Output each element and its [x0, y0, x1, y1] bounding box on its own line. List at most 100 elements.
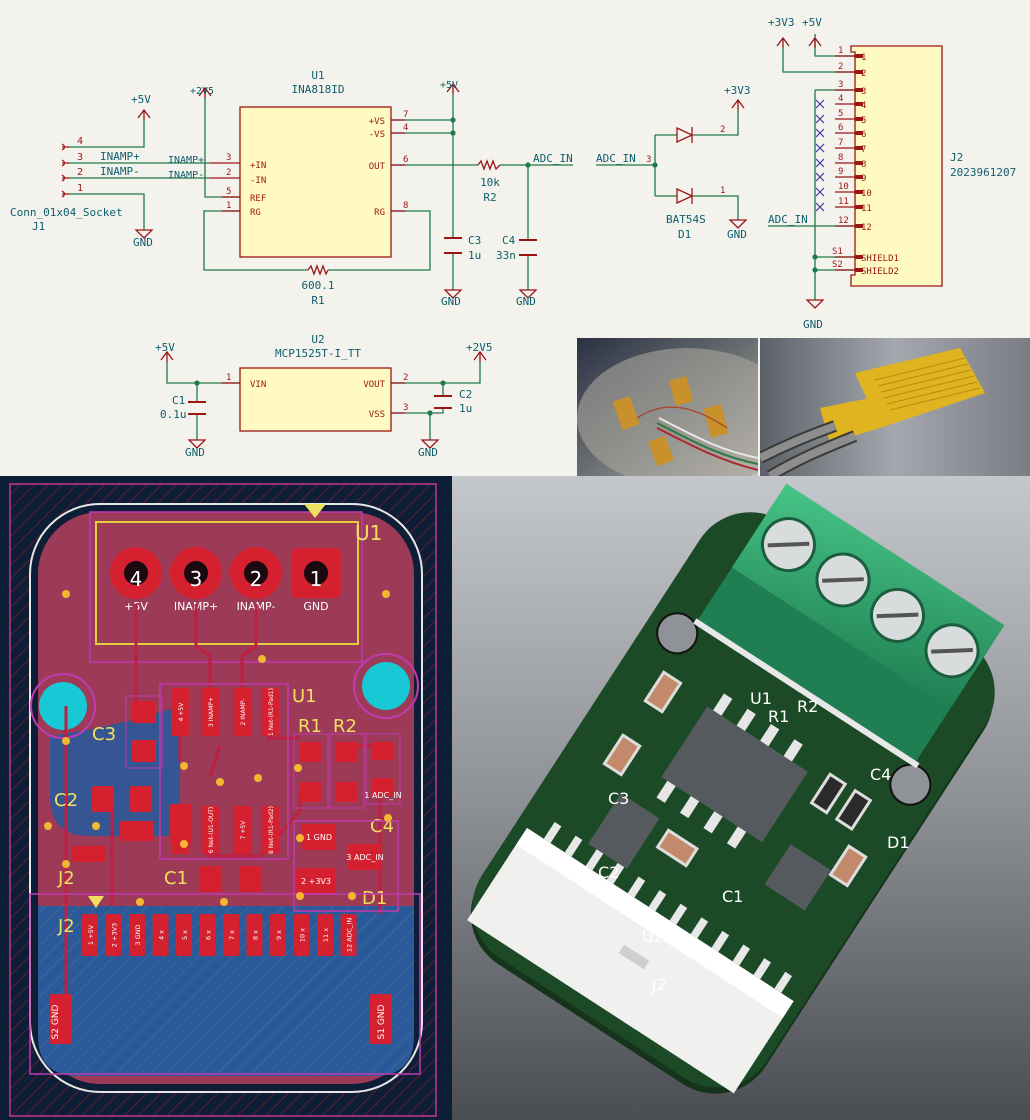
u1-pin-name-plus-in: +IN	[250, 161, 266, 171]
u2-out-supply: +2V5	[466, 341, 493, 354]
c1-value: 0.1u	[160, 408, 187, 421]
pcb-r2-ref: R2	[333, 716, 357, 737]
u1-pin-name-rg-left: RG	[250, 208, 261, 218]
u1-net-inamp-plus: INAMP+	[168, 155, 204, 166]
u1-pin-num-2: 2	[226, 168, 231, 178]
j1-pin-1: 1	[77, 183, 83, 194]
c2-gnd: GND	[418, 446, 438, 459]
u1-pin-name-minus-vs: -VS	[369, 130, 385, 140]
r1-value: 600.1	[301, 279, 334, 292]
render-c3-ref: C3	[608, 789, 629, 808]
u1-pin-name-ref: REF	[250, 194, 266, 204]
u1-pad-label: 7 +5V	[240, 820, 247, 840]
c2-symbol	[434, 395, 452, 409]
j1-net-inamp-plus: INAMP+	[100, 150, 140, 163]
r1-symbol	[307, 264, 329, 276]
c1-gnd: GND	[185, 446, 205, 459]
u1-pad-label: 1 Net-(R1-Pad1)	[268, 688, 275, 736]
d1-supply: +3V3	[724, 84, 751, 97]
j2-pad-label: 10 x	[299, 928, 307, 942]
c1-ref: C1	[172, 394, 185, 407]
d1-ref: D1	[678, 228, 691, 241]
j1-pwr-label: +5V	[131, 93, 151, 106]
render-d1-ref: D1	[887, 833, 910, 852]
j1-pad-num: 1	[310, 567, 323, 591]
j2-pin-num: 7	[838, 138, 843, 148]
strain-gauge-photo-1	[577, 338, 758, 476]
j2-pin-num: S1	[832, 247, 843, 257]
j2-pin-num: S2	[832, 260, 843, 270]
u1-pin-name-out: OUT	[369, 162, 386, 172]
u2-pin-vin: VIN	[250, 380, 266, 390]
u1-pad-label: 2 INAMP-	[240, 699, 247, 726]
u1-pin-num-5: 5	[226, 187, 231, 197]
u2-pin-num-2: 2	[403, 373, 408, 383]
pcb-c3-ref: C3	[92, 724, 116, 745]
j2-net-adc-in: ADC_IN	[768, 213, 808, 226]
u1-body	[239, 106, 392, 258]
u1-pin-name-plus-vs: +VS	[369, 117, 385, 127]
j2-pin-num: 12	[838, 216, 849, 226]
u1-pin-num-6: 6	[403, 155, 408, 165]
r1-ref: R1	[311, 294, 324, 307]
c1-symbol	[188, 401, 206, 415]
j2-pin-name: SHIELD1	[861, 254, 899, 264]
j2-pin-name: 10	[861, 189, 872, 199]
j2-pin-num: 9	[838, 167, 843, 177]
j2-pin-name: 8	[861, 160, 866, 170]
j1-pad-num: 4	[130, 567, 143, 591]
j2-pin-num: 5	[838, 109, 843, 119]
d1-pad-label: 3 ADC_IN	[346, 853, 383, 862]
j1-gnd-label: GND	[133, 236, 153, 249]
pcb-j2-ref-top: J2	[57, 868, 75, 889]
d1-pin-3: 3	[646, 155, 651, 165]
u1-pin-num-4: 4	[403, 123, 408, 133]
strain-gauge-photo-2	[760, 338, 1030, 476]
u1-pad-label: 8 Net-(R1-Pad2)	[268, 806, 275, 854]
j2-pad-label: 8 x	[252, 930, 260, 940]
j2-pin-name: 5	[861, 116, 866, 126]
u1-value: INA818ID	[292, 83, 345, 96]
j2-pad-label: 11 x	[322, 928, 330, 942]
j1-pin-3: 3	[77, 152, 83, 163]
c3-gnd-label: GND	[441, 295, 461, 308]
j2-pin-num: 2	[838, 62, 843, 72]
c3-symbol	[444, 237, 462, 254]
u2-pin-vss: VSS	[369, 410, 385, 420]
j1-pin-2: 2	[77, 167, 83, 178]
j2-pin-name: 11	[861, 204, 872, 214]
j2-pin-num: 11	[838, 197, 849, 207]
pcb-r1-ref: R1	[298, 716, 322, 737]
j2-pad-label: 4 x	[158, 930, 166, 940]
pcb-s2-label: S2 GND	[51, 1004, 61, 1039]
u2-body	[239, 367, 392, 432]
u2-pin-num-1: 1	[226, 373, 231, 383]
j2-pad-label: 12 ADC_IN	[346, 918, 354, 952]
j2-pad-label: 7 x	[228, 930, 236, 940]
j2-ref: J2	[950, 151, 963, 164]
d1-gnd: GND	[727, 228, 747, 241]
pcb-c1-ref: C1	[164, 868, 188, 889]
render-u2-ref: U2	[642, 927, 664, 946]
d1-symbol	[676, 126, 694, 205]
u1-net-inamp-minus: INAMP-	[168, 170, 204, 181]
j2-pin-num: 6	[838, 123, 843, 133]
j2-pin-num: 3	[838, 80, 843, 90]
pcb-j2-ref: J2	[57, 916, 75, 937]
pcb-u1-ref: U1	[292, 686, 317, 707]
j1-pad-num: 3	[190, 567, 203, 591]
j2-pad-label: 2 +3V3	[111, 923, 119, 947]
render-r2-ref: R2	[797, 697, 818, 716]
d1-net-adc-in: ADC_IN	[596, 152, 636, 165]
j2-pin-num: 1	[838, 46, 843, 56]
d1-pin-2: 2	[720, 125, 725, 135]
pcb-s1-label: S1 GND	[377, 1004, 387, 1039]
u1-ref-supply: +2V5	[190, 86, 214, 97]
pcb-j1-ref: U1	[355, 521, 382, 545]
j2-pad-label: 9 x	[275, 930, 283, 940]
pcb-c2-ref: C2	[54, 790, 78, 811]
u1-pin-name-minus-in: -IN	[250, 176, 266, 186]
c4-symbol	[519, 239, 537, 256]
j1-value: Conn_01x04_Socket	[10, 206, 123, 219]
